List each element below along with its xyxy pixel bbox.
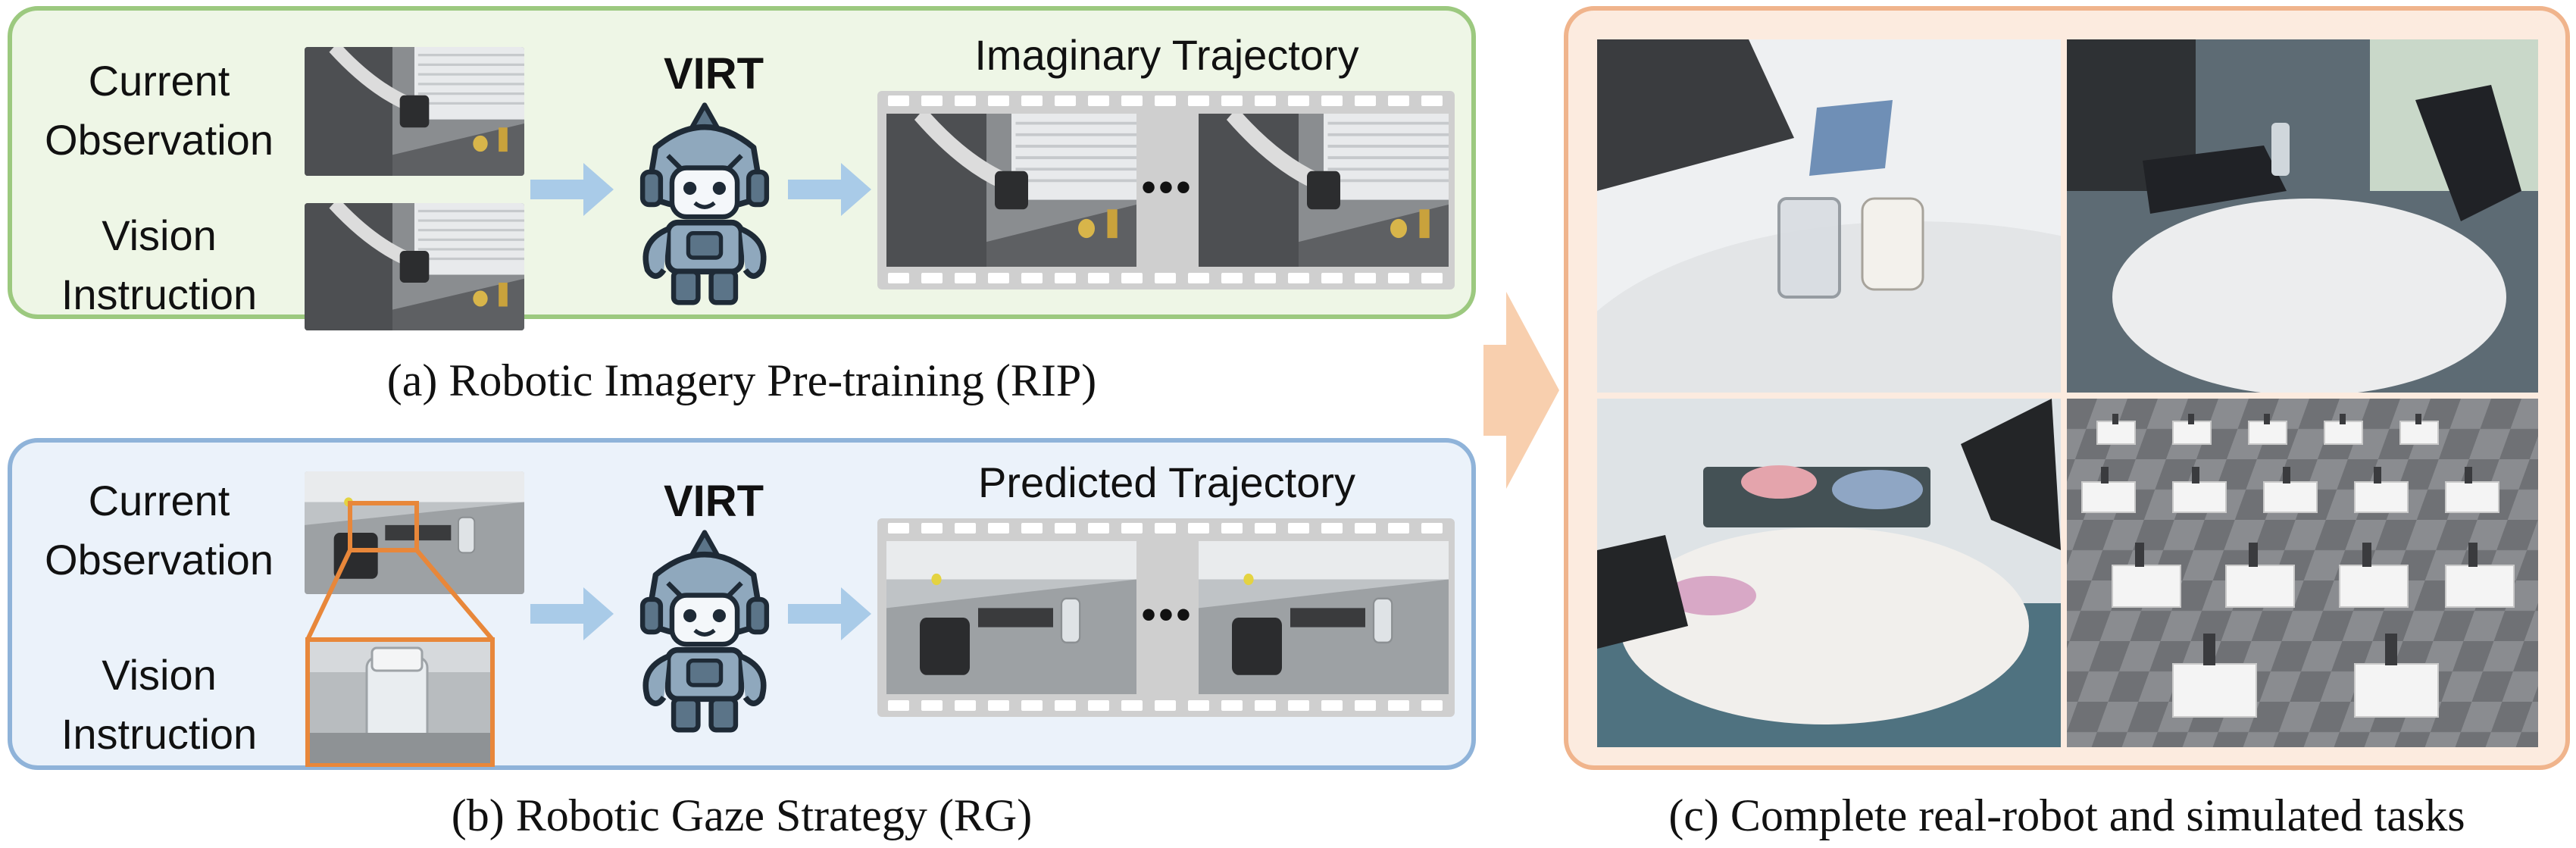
panel-b-arrow-to-model	[530, 587, 614, 640]
panel-c-caption: (c) Complete real-robot and simulated ta…	[1668, 790, 2465, 840]
panel-b-model-name: VIRT	[663, 477, 764, 526]
panel-b-trajectory-title: Predicted Trajectory	[978, 458, 1355, 506]
trajectory-frame-first	[886, 541, 1136, 694]
panel-a-current-observation-label: Current Observation	[23, 52, 295, 170]
task-image-simulation	[2067, 399, 2538, 747]
task-image-bottle	[2067, 39, 2538, 393]
robot-icon	[621, 526, 788, 738]
trajectory-frame-last	[1199, 114, 1449, 267]
panel-b-current-observation-label: Current Observation	[23, 471, 295, 590]
panel-a-caption: (a) Robotic Imagery Pre-training (RIP)	[386, 355, 1097, 405]
panel-a-trajectory-title: Imaginary Trajectory	[974, 31, 1359, 79]
panel-b-caption: (b) Robotic Gaze Strategy (RG)	[451, 790, 1033, 840]
label-line: Vision	[102, 211, 217, 259]
panel-a-vision-instruction-image	[305, 203, 524, 330]
panel-a-vision-instruction-label: Vision Instruction	[23, 206, 295, 324]
task-image-pour	[1597, 39, 2061, 393]
transition-arrow	[1483, 292, 1559, 489]
task-image-bowls	[1597, 399, 2061, 747]
robot-icon	[621, 99, 788, 311]
trajectory-ellipsis: •••	[1141, 164, 1194, 210]
label-line: Current	[88, 477, 230, 524]
panel-b-arrow-to-trajectory	[788, 587, 871, 640]
filmstrip-perforations-top	[888, 523, 1443, 534]
filmstrip-perforations-bottom	[888, 273, 1443, 283]
gaze-zoom-connector	[305, 501, 495, 767]
label-line: Vision	[102, 651, 217, 699]
panel-b-filmstrip: •••	[877, 518, 1455, 717]
filmstrip-perforations-top	[888, 95, 1443, 106]
panel-a-model-name: VIRT	[663, 49, 764, 99]
label-line: Instruction	[61, 710, 258, 758]
panel-b-vision-instruction-image	[310, 642, 490, 763]
trajectory-ellipsis: •••	[1141, 592, 1194, 637]
label-line: Current	[88, 57, 230, 105]
panel-a-arrow-to-trajectory	[788, 163, 871, 216]
label-line: Observation	[45, 536, 274, 584]
label-line: Instruction	[61, 271, 258, 318]
trajectory-frame-last	[1199, 541, 1449, 694]
panel-b-vision-instruction-label: Vision Instruction	[23, 646, 295, 764]
filmstrip-perforations-bottom	[888, 700, 1443, 711]
trajectory-frame-first	[886, 114, 1136, 267]
panel-a-arrow-to-model	[530, 163, 614, 216]
panel-a-current-observation-image	[305, 47, 524, 176]
label-line: Observation	[45, 116, 274, 164]
panel-a-filmstrip: •••	[877, 91, 1455, 289]
